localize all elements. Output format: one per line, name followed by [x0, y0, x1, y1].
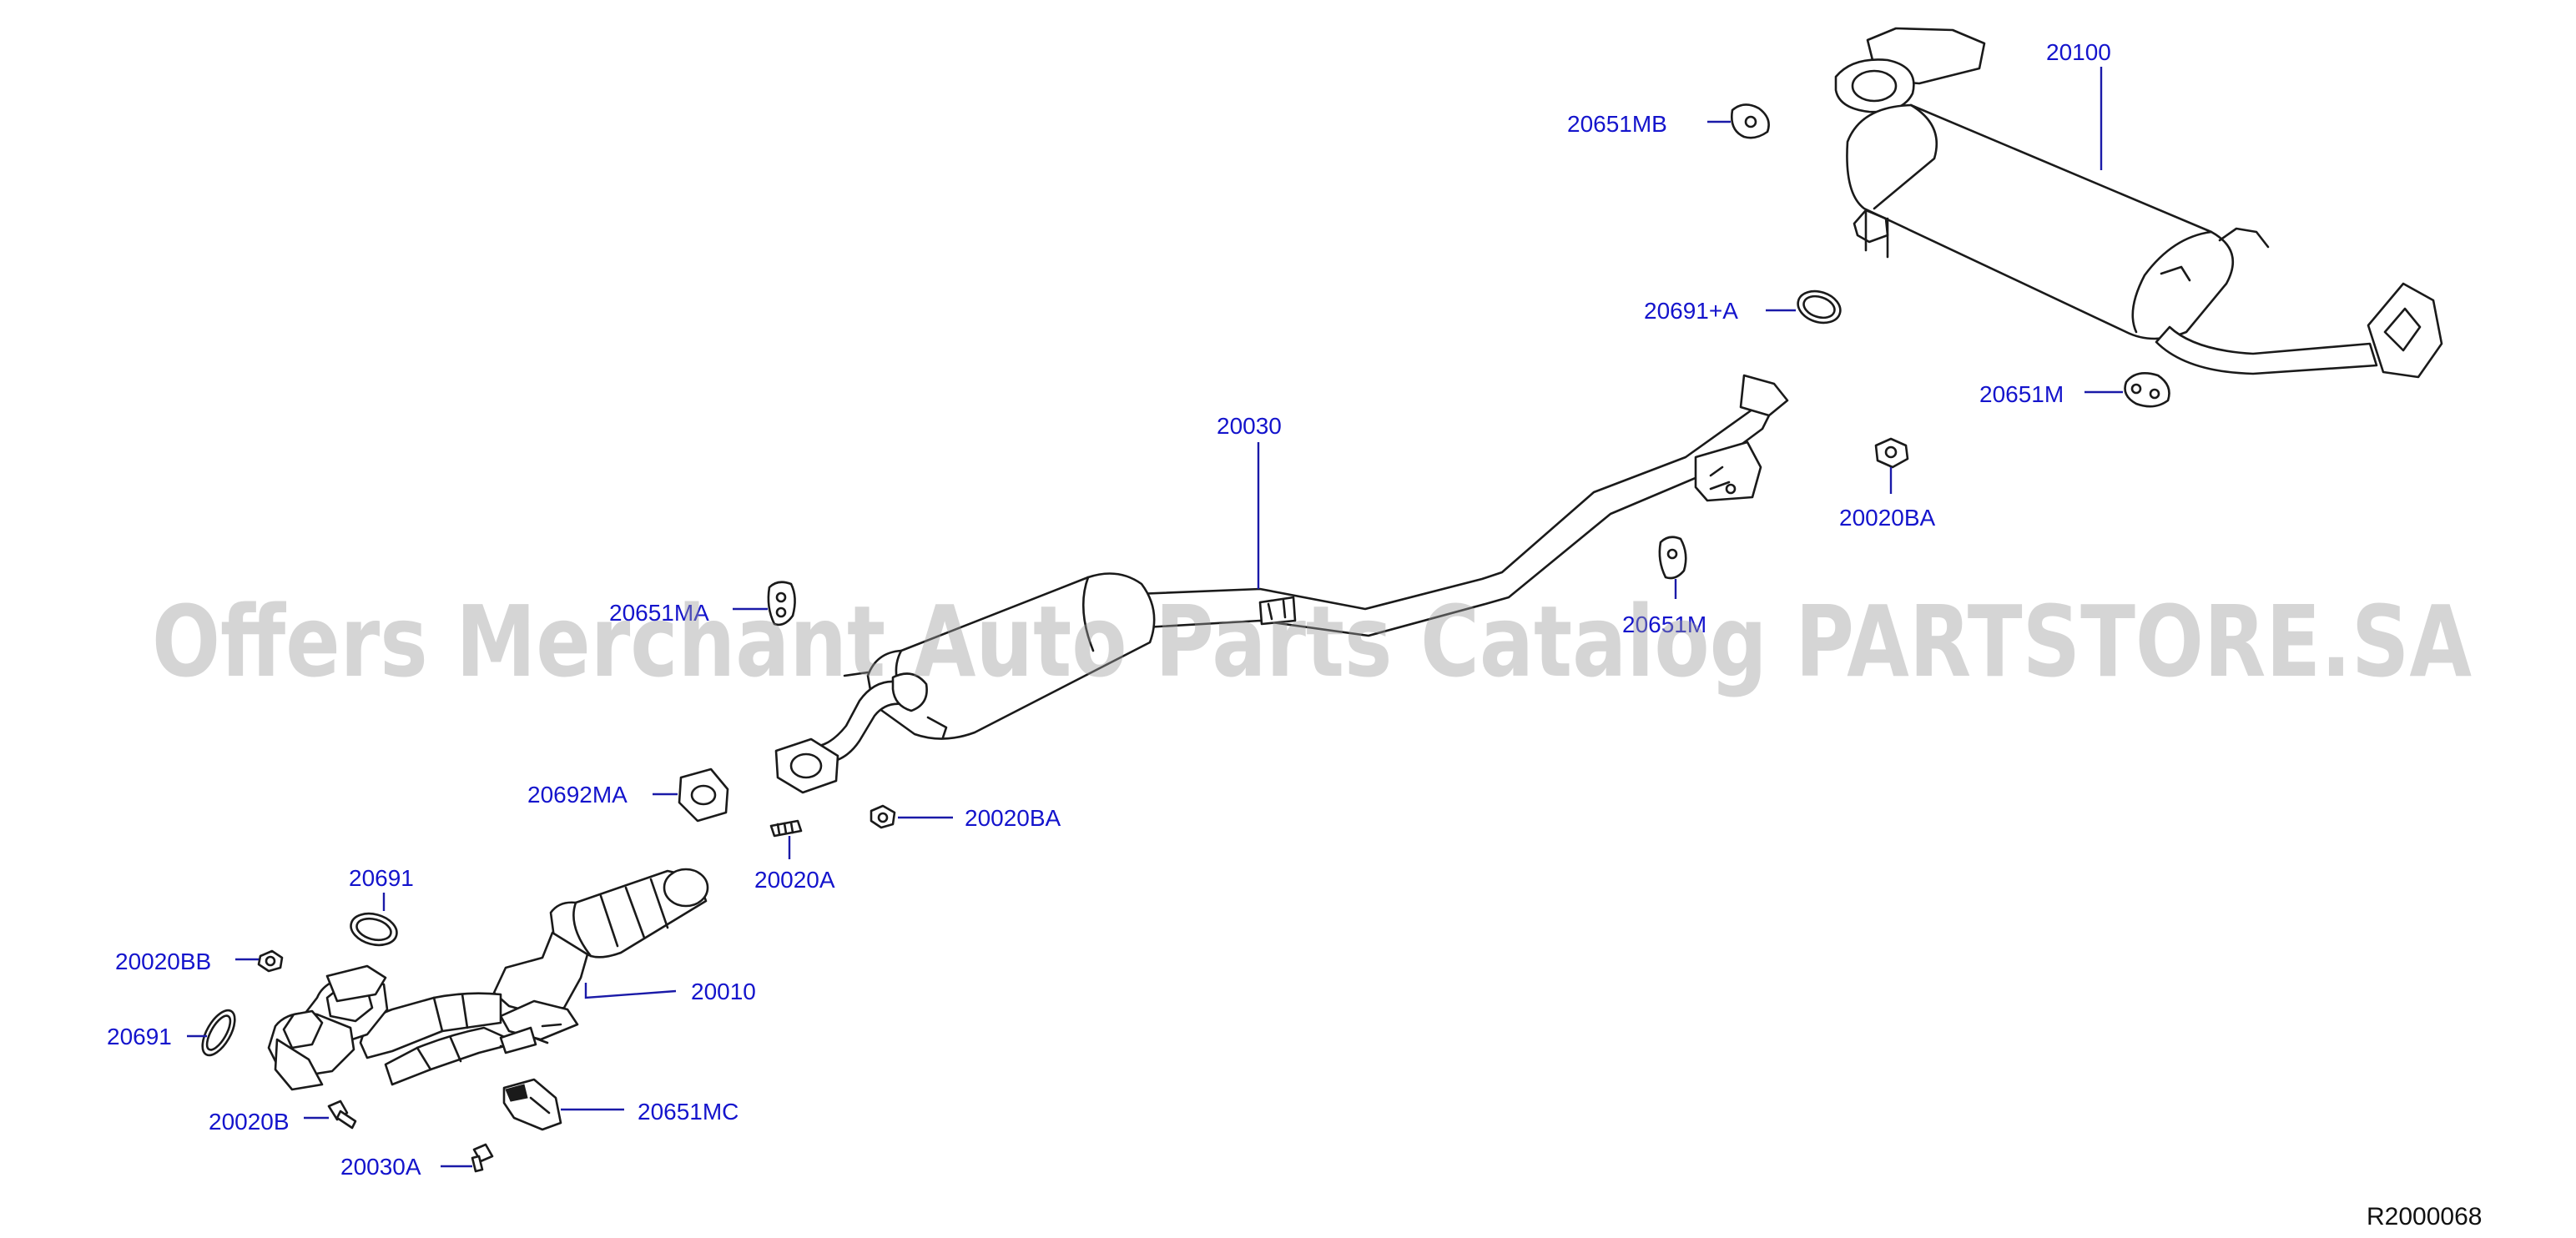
- gasket-20691-upper: [350, 912, 398, 947]
- gasket-20691-lower: [201, 1009, 236, 1057]
- bracket-20651MC: [502, 1078, 562, 1131]
- diagram-reference-code: R2000068: [2367, 1203, 2482, 1230]
- label-20651M-right[interactable]: 20651M: [1979, 381, 2064, 407]
- label-20651M-mid[interactable]: 20651M: [1622, 611, 1706, 637]
- gasket-20692MA: [678, 767, 729, 823]
- hanger-20651MB: [1731, 103, 1770, 139]
- hanger-20651MA: [767, 581, 796, 627]
- label-20692MA[interactable]: 20692MA: [527, 782, 628, 808]
- gasket-20691A: [1797, 289, 1842, 325]
- label-20020BA-upper[interactable]: 20020BA: [1839, 505, 1936, 531]
- label-20030A[interactable]: 20030A: [340, 1154, 421, 1180]
- label-20691-lower[interactable]: 20691: [107, 1024, 172, 1049]
- rear-muffler-20100: [1834, 27, 2443, 379]
- center-pipe-20030: [774, 374, 1789, 794]
- label-20020BB[interactable]: 20020BB: [115, 949, 211, 974]
- bolt-20030A: [471, 1143, 494, 1173]
- nut-20020BB: [257, 949, 284, 973]
- label-20691A[interactable]: 20691+A: [1644, 298, 1738, 324]
- hanger-20651M-mid: [1658, 536, 1687, 580]
- bolt-20020B: [327, 1100, 357, 1130]
- label-20020B[interactable]: 20020B: [209, 1109, 290, 1135]
- label-20651MA[interactable]: 20651MA: [609, 600, 709, 626]
- label-20030[interactable]: 20030: [1217, 413, 1282, 439]
- label-20651MC[interactable]: 20651MC: [638, 1099, 739, 1125]
- label-20020A[interactable]: 20020A: [754, 867, 835, 893]
- nut-20020BA-upper: [1874, 437, 1909, 469]
- catalyst-assembly-20010: [267, 868, 709, 1091]
- label-20651MB[interactable]: 20651MB: [1567, 111, 1667, 137]
- label-20020BA-lower[interactable]: 20020BA: [965, 805, 1061, 831]
- watermark-text: Offers Merchant Auto Parts Catalog PARTS…: [152, 584, 2472, 699]
- leader-lines: [187, 67, 2123, 1168]
- label-20100[interactable]: 20100: [2046, 39, 2111, 65]
- hanger-20651M-right: [2124, 372, 2170, 408]
- stud-20020A: [769, 819, 803, 838]
- label-20010[interactable]: 20010: [691, 979, 756, 1004]
- label-20691-upper[interactable]: 20691: [349, 865, 414, 891]
- nut-20020BA-lower: [870, 804, 896, 829]
